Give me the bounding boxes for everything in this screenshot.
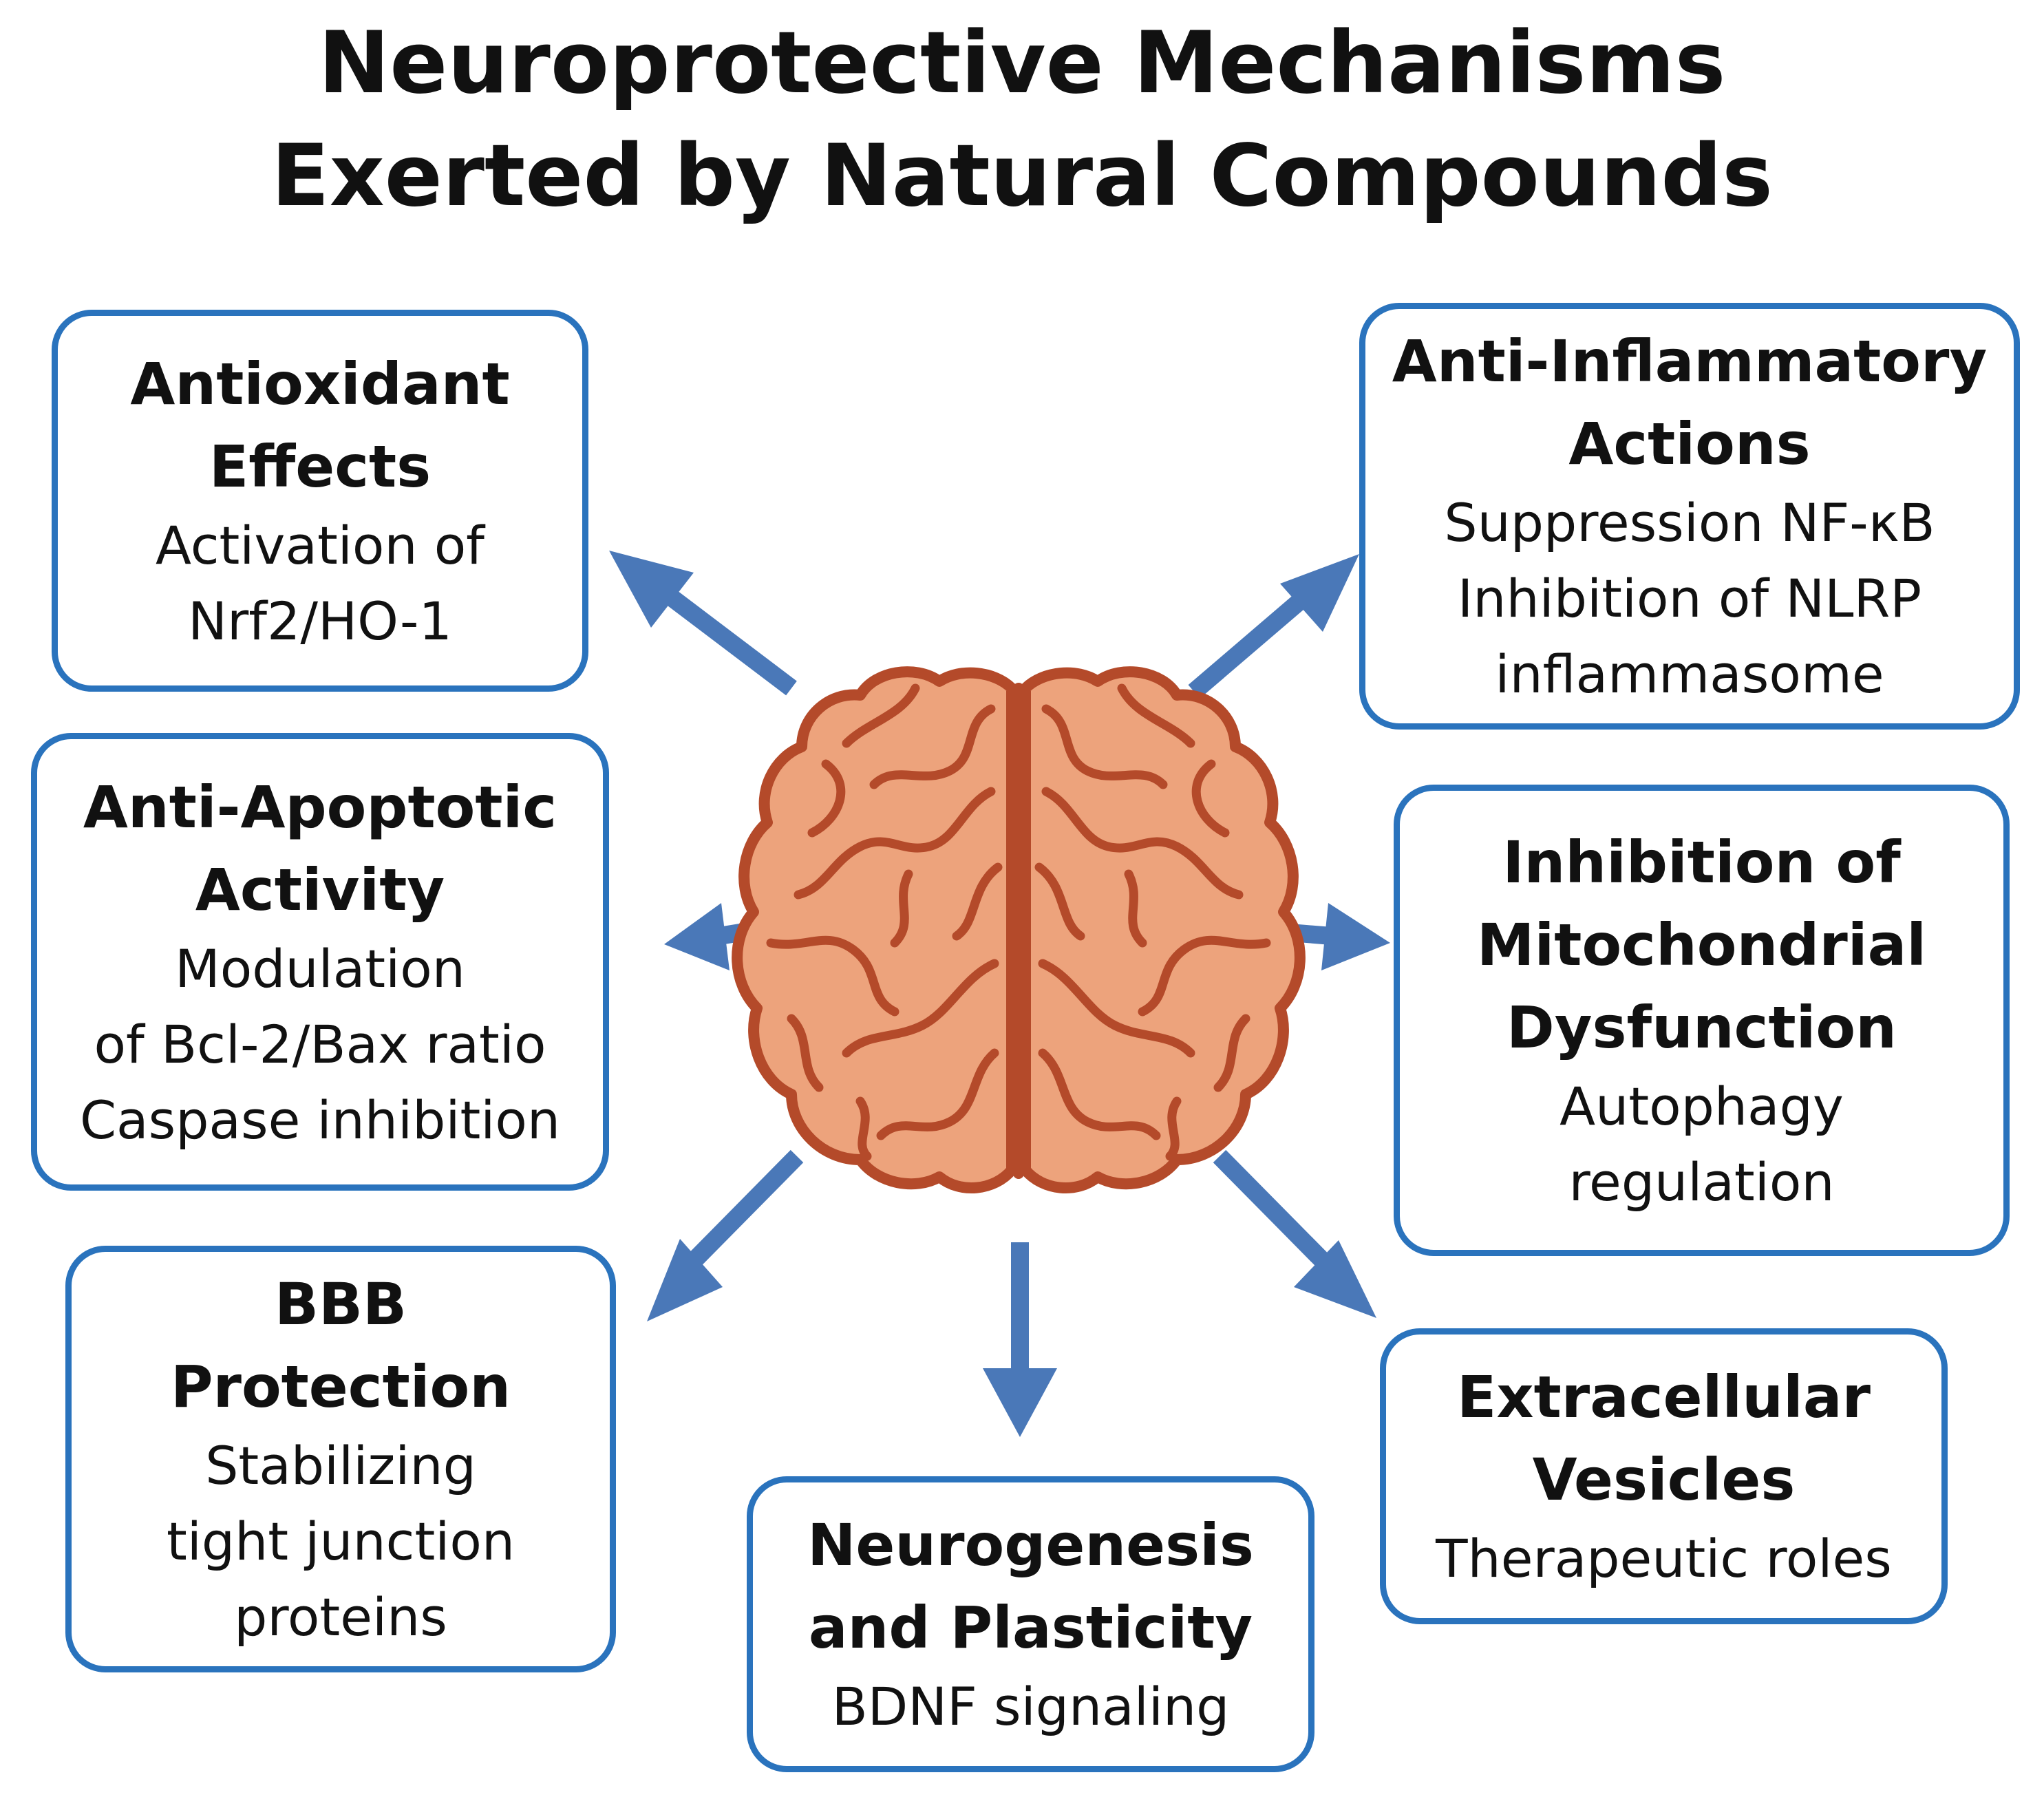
box-body-line: Stabilizing (205, 1435, 476, 1496)
box-body-line: of Bcl-2/Bax ratio (94, 1013, 546, 1075)
box-heading-line: Inhibition of (1502, 828, 1901, 896)
bbb-protection-box: BBB Protection Stabilizing tight junctio… (65, 1246, 616, 1672)
title-line-2: Exerted by Natural Compounds (271, 127, 1773, 226)
box-body-line: Modulation (175, 937, 465, 999)
anti-apoptotic-activity-box: Anti-Apoptotic Activity Modulation of Bc… (31, 733, 609, 1191)
box-heading-line: Anti-Inflammatory (1392, 328, 1988, 395)
box-body-line: Caspase inhibition (79, 1089, 561, 1151)
anti-inflammatory-actions-box: Anti-Inflammatory Actions Suppression NF… (1359, 303, 2020, 730)
box-body-line: tight junction (166, 1511, 515, 1572)
box-body-line: BDNF signaling (831, 1676, 1230, 1737)
box-body-line: Suppression NF-κB (1444, 492, 1935, 553)
box-body-line: regulation (1568, 1151, 1835, 1213)
box-body-line: Inhibition of NLRP (1457, 568, 1922, 629)
box-heading-line: Protection (170, 1353, 511, 1421)
brain-fissure (1010, 683, 1027, 1179)
mitochondrial-dysfunction-box: Inhibition of Mitochondrial Dysfunction … (1394, 785, 2010, 1256)
antioxidant-effects-box: Antioxidant Effects Activation of Nrf2/H… (52, 310, 588, 692)
box-heading-line: BBB (274, 1270, 407, 1338)
arrow-to-anti-inflammatory (1188, 554, 1359, 699)
neurogenesis-plasticity-box: Neurogenesis and Plasticity BDNF signali… (747, 1476, 1314, 1772)
box-heading-line: Activity (195, 855, 445, 924)
brain-icon (732, 666, 1306, 1193)
box-body-line: Autophagy (1559, 1075, 1844, 1137)
box-body-line: Nrf2/HO-1 (188, 590, 452, 652)
title-line-1: Neuroprotective Mechanisms (318, 14, 1726, 113)
box-heading-line: Anti-Apoptotic (83, 773, 557, 841)
box-heading-line: Dysfunction (1507, 993, 1897, 1061)
arrow-to-antioxidant (609, 551, 797, 696)
box-heading-line: Effects (209, 432, 432, 500)
brain-folds-left (766, 683, 1003, 1161)
arrow-to-neurogenesis (983, 1242, 1057, 1437)
arrow-to-extracellular (1213, 1149, 1376, 1318)
box-body-line: Activation of (156, 514, 485, 576)
box-heading-line: Vesicles (1532, 1446, 1796, 1513)
box-heading-line: Actions (1568, 410, 1811, 478)
box-heading-line: Extracellular (1457, 1363, 1871, 1431)
brain-folds-right (1034, 683, 1271, 1161)
diagram-title: Neuroprotective Mechanisms Exerted by Na… (0, 7, 2044, 233)
box-body-line: Therapeutic roles (1436, 1528, 1892, 1589)
box-heading-line: Mitochondrial (1476, 911, 1927, 979)
box-heading-line: and Plasticity (808, 1594, 1253, 1661)
box-body-line: proteins (234, 1586, 447, 1648)
box-body-line: inflammasome (1495, 644, 1884, 705)
box-heading-line: Neurogenesis (807, 1511, 1254, 1579)
arrow-to-bbb (647, 1149, 804, 1321)
extracellular-vesicles-box: Extracellular Vesicles Therapeutic roles (1380, 1328, 1948, 1624)
box-heading-line: Antioxidant (130, 350, 510, 418)
